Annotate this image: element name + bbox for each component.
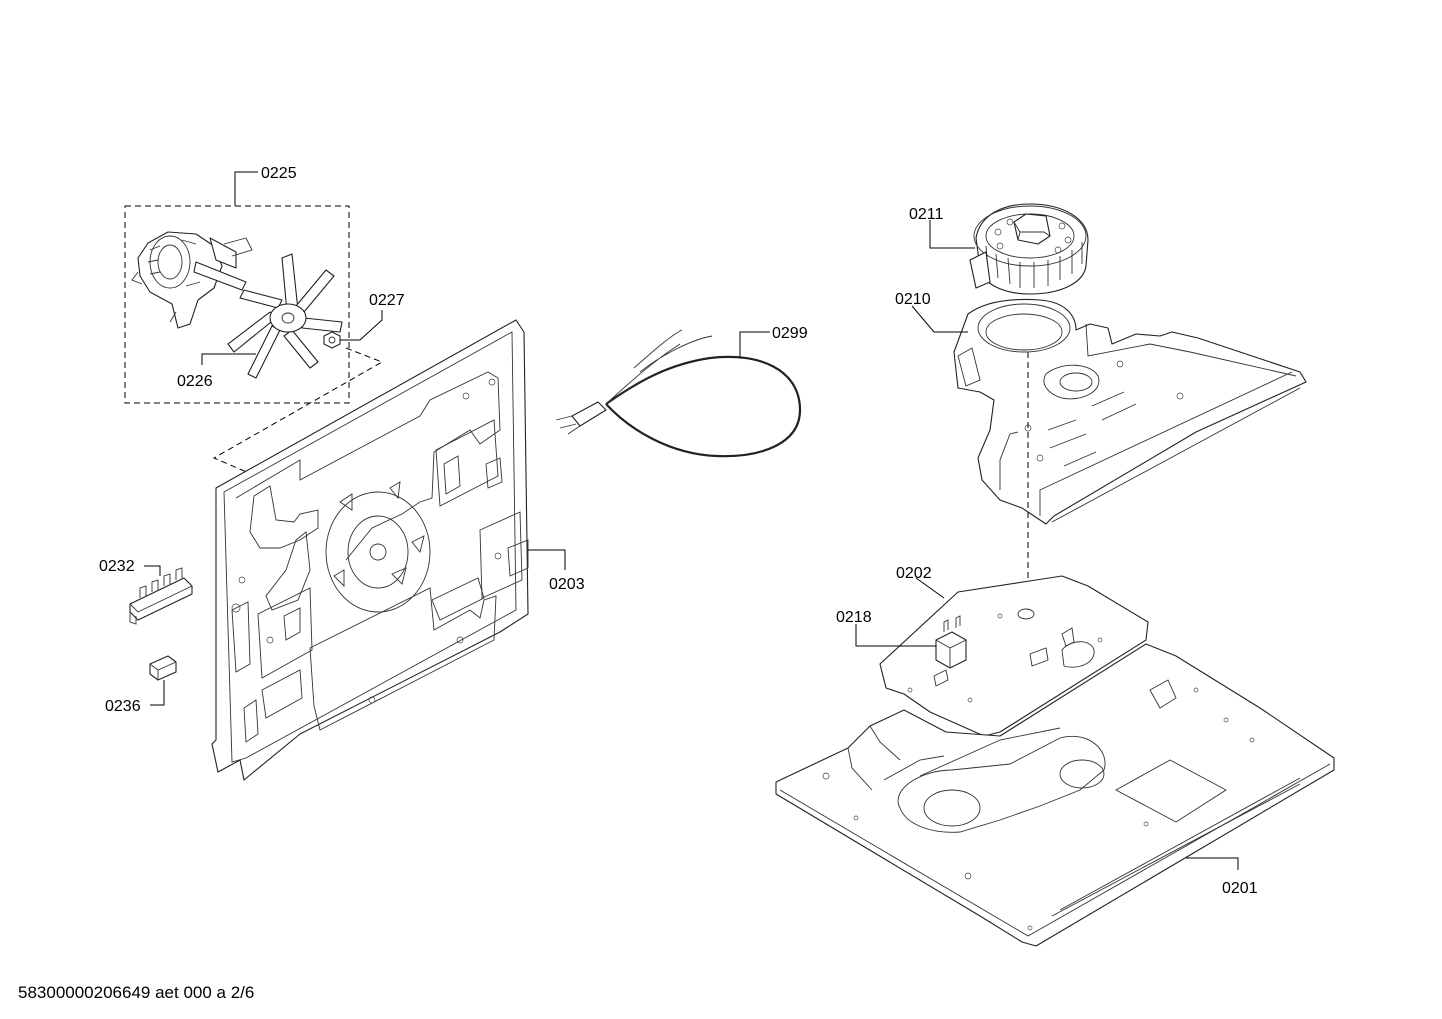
label-0299[interactable]: 0299 xyxy=(772,325,808,342)
fan-motor-part[interactable] xyxy=(131,231,253,329)
leader-0210 xyxy=(911,305,968,333)
label-0201[interactable]: 0201 xyxy=(1222,880,1258,897)
leader-0202 xyxy=(915,577,945,599)
fan-housing-part-0210[interactable] xyxy=(953,299,1307,525)
label-0211[interactable]: 0211 xyxy=(909,206,944,223)
label-0236[interactable]: 0236 xyxy=(105,698,141,715)
leader-0201 xyxy=(1186,857,1239,870)
label-0218[interactable]: 0218 xyxy=(836,609,872,626)
document-code: 58300000206649 aet 000 a 2/6 xyxy=(18,983,254,1002)
part-group-0225: 0225 0227 xyxy=(124,165,405,404)
leader-0211 xyxy=(929,220,975,249)
leader-0226 xyxy=(201,353,256,365)
terminal-block-part-0232[interactable] xyxy=(129,567,193,625)
base-plate-part-0201[interactable] xyxy=(775,643,1335,947)
leader-0299 xyxy=(739,331,770,358)
nut-part-0227[interactable] xyxy=(323,331,341,349)
label-0210[interactable]: 0210 xyxy=(895,291,931,308)
cover-plate-part-0202[interactable] xyxy=(879,575,1149,737)
leader-0236 xyxy=(150,680,165,706)
back-wall-panel-0203[interactable] xyxy=(211,319,529,781)
alignment-line-fan xyxy=(212,347,384,533)
label-0227[interactable]: 0227 xyxy=(369,292,405,309)
label-0203[interactable]: 0203 xyxy=(549,576,585,593)
label-0225[interactable]: 0225 xyxy=(261,165,297,182)
group-0225-outline xyxy=(124,205,350,404)
cooling-fan-part-0211[interactable] xyxy=(969,203,1089,295)
power-cord-part-0299[interactable] xyxy=(555,329,802,458)
clip-part-0236[interactable] xyxy=(149,655,177,681)
leader-0218 xyxy=(855,624,936,647)
fan-wheel-part[interactable] xyxy=(227,253,343,379)
leader-0225 xyxy=(234,171,258,206)
leader-0203 xyxy=(528,549,566,570)
sensor-part-0218[interactable] xyxy=(935,615,967,669)
label-0232[interactable]: 0232 xyxy=(99,558,135,575)
label-0226[interactable]: 0226 xyxy=(177,373,213,390)
leader-0232 xyxy=(144,565,161,576)
leader-0227 xyxy=(340,310,383,341)
label-0202[interactable]: 0202 xyxy=(896,565,932,582)
